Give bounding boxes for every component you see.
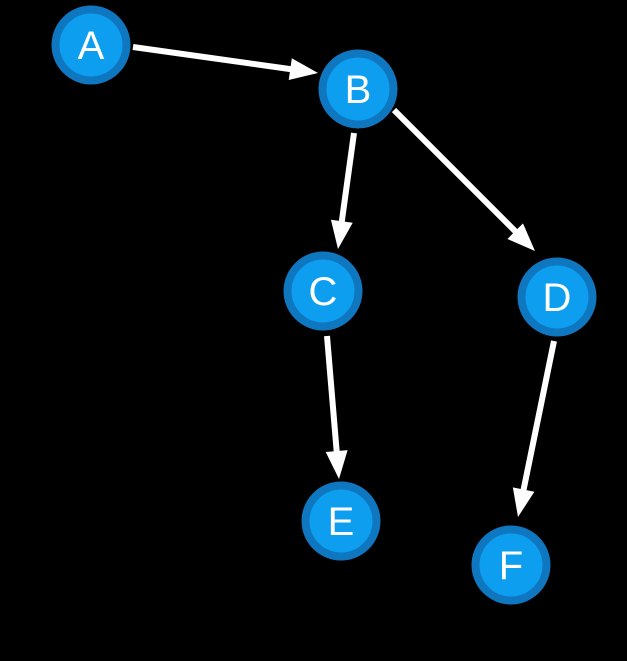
edge-line bbox=[324, 335, 340, 454]
nodes-layer: A B C D E F bbox=[51, 5, 597, 605]
node-circle bbox=[283, 251, 363, 331]
arrow-head-icon bbox=[330, 219, 353, 249]
edge-line bbox=[391, 107, 519, 235]
arrow-head-icon bbox=[325, 450, 348, 479]
node-label: B bbox=[345, 68, 372, 112]
edge-b-c[interactable] bbox=[330, 132, 357, 249]
node-label: F bbox=[499, 544, 523, 588]
graph-node-b[interactable]: B bbox=[318, 49, 398, 129]
edge-b-d[interactable] bbox=[391, 107, 535, 251]
edges-layer bbox=[132, 44, 557, 517]
node-circle bbox=[471, 525, 551, 605]
graph-node-d[interactable]: D bbox=[517, 257, 597, 337]
node-circle bbox=[517, 257, 597, 337]
node-label: C bbox=[309, 270, 338, 314]
edge-d-f[interactable] bbox=[512, 340, 557, 517]
edge-a-b[interactable] bbox=[132, 44, 318, 80]
graph-node-c[interactable]: C bbox=[283, 251, 363, 331]
edge-c-e[interactable] bbox=[324, 335, 348, 479]
graph-node-e[interactable]: E bbox=[301, 481, 381, 561]
edge-line bbox=[132, 44, 293, 73]
edge-line bbox=[520, 340, 557, 493]
node-circle bbox=[318, 49, 398, 129]
arrow-head-icon bbox=[512, 487, 535, 517]
edge-line bbox=[338, 132, 357, 224]
node-label: E bbox=[328, 500, 355, 544]
node-label: A bbox=[78, 24, 105, 68]
node-circle bbox=[301, 481, 381, 561]
arrow-head-icon bbox=[507, 223, 535, 251]
graph-node-a[interactable]: A bbox=[51, 5, 131, 85]
node-circle bbox=[51, 5, 131, 85]
arrow-head-icon bbox=[288, 58, 318, 80]
node-label: D bbox=[543, 276, 572, 320]
graph-node-f[interactable]: F bbox=[471, 525, 551, 605]
